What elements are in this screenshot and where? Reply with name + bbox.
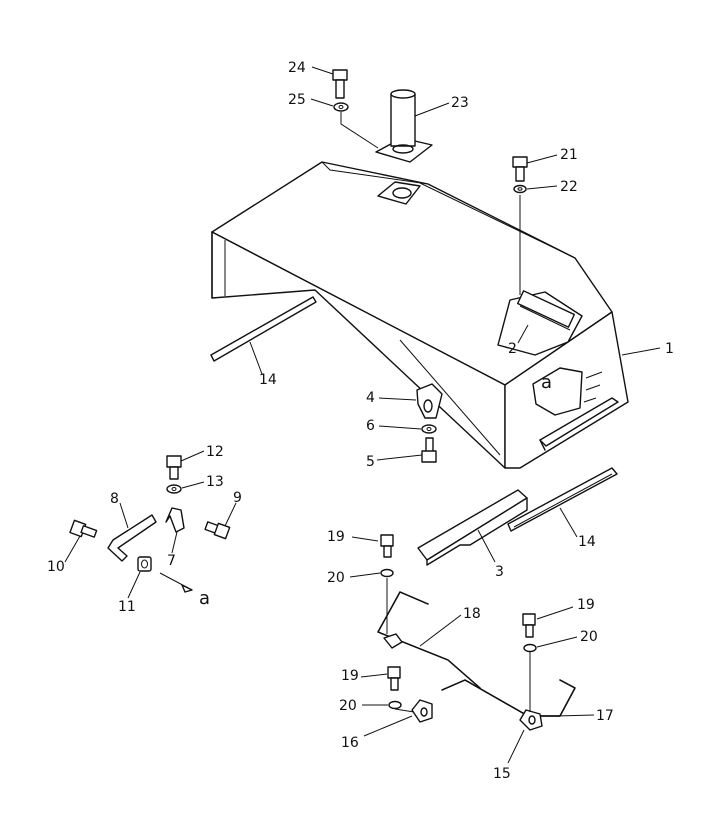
bracket-8 [107,514,157,562]
bolt-19-mid [387,666,401,691]
callout-20-right: 20 [580,629,598,645]
callout-19-right: 19 [577,597,595,613]
view-arrow-a: a [199,588,210,609]
callout-21: 21 [560,147,578,163]
seal-strip-right [507,467,618,532]
clamp-top [383,633,403,649]
clamp-16 [411,699,433,723]
callout-12: 12 [206,444,224,460]
bolt-10 [69,519,98,538]
bolt-19-right [522,613,536,638]
callout-11: 11 [118,599,136,615]
washer-20-right [523,643,537,653]
callout-17: 17 [596,708,614,724]
callout-15: 15 [493,766,511,782]
callout-24: 24 [288,60,306,76]
callout-20-top: 20 [327,570,345,586]
rod-17 [441,679,576,717]
leader-lines [64,66,661,764]
nut-11 [137,556,152,572]
callout-19-mid: 19 [341,668,359,684]
callout-2: 2 [508,341,517,357]
callout-25: 25 [288,92,306,108]
callout-13: 13 [206,474,224,490]
washer-20-mid [388,700,402,710]
callout-14-right: 14 [578,534,596,550]
bolt-24 [332,69,348,99]
bracket-7 [165,507,185,533]
callout-10: 10 [47,559,65,575]
bolt-12 [166,455,182,480]
callout-22: 22 [560,179,578,195]
clip-4 [416,383,443,419]
seal-strip-left [210,296,317,362]
callout-7: 7 [167,553,176,569]
callout-14-left: 14 [259,372,277,388]
cover-body [211,161,629,469]
callout-8: 8 [110,491,119,507]
callout-6: 6 [366,418,375,434]
washer-13 [166,484,182,494]
rod-18 [377,591,481,689]
bolt-5 [421,437,437,463]
callout-3: 3 [495,564,504,580]
bolt-21 [512,156,528,182]
callout-labels: 24 25 23 21 22 1 2 14 4 6 5 12 13 8 9 7 … [47,60,674,782]
washer-20-top [380,568,394,578]
inlet-pipe [375,89,433,163]
callout-18: 18 [463,606,481,622]
callout-19-top: 19 [327,529,345,545]
callout-16: 16 [341,735,359,751]
callout-5: 5 [366,454,375,470]
bracket-3 [417,489,528,566]
washer-6 [421,424,437,434]
callout-9: 9 [233,490,242,506]
washer-25 [333,102,349,112]
callout-4: 4 [366,390,375,406]
washer-22 [513,184,527,194]
callout-1: 1 [665,341,674,357]
callout-23: 23 [451,95,469,111]
bolt-19-top [380,534,394,558]
bolt-9 [204,521,231,540]
callout-20-mid: 20 [339,698,357,714]
clamp-15 [519,709,543,731]
view-mark-a: a [541,372,552,393]
